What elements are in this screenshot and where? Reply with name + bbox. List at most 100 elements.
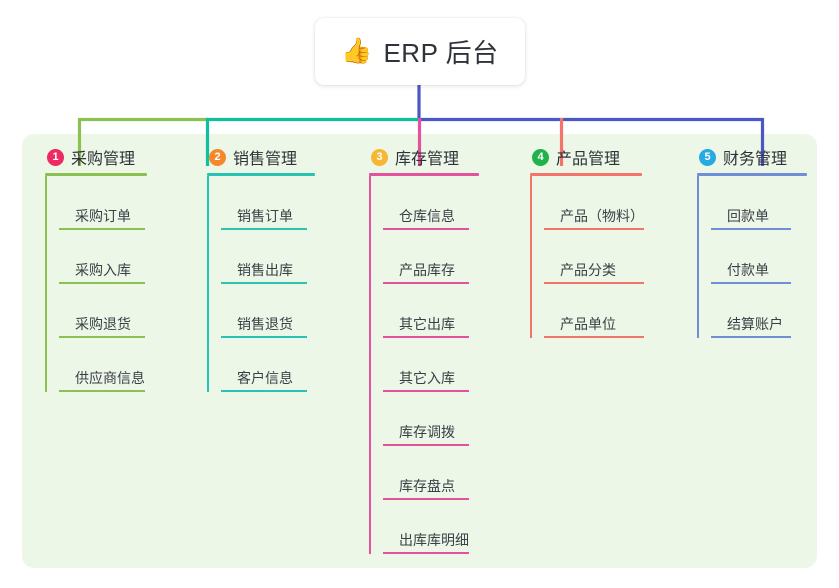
leaf-item[interactable]: 库存调拨 bbox=[383, 392, 479, 446]
leaf-item-label: 仓库信息 bbox=[399, 208, 455, 224]
branch-column-3: 3 库存管理仓库信息产品库存其它出库其它入库库存调拨库存盘点出库库明细 bbox=[369, 146, 479, 554]
leaf-item-label: 回款单 bbox=[727, 208, 769, 224]
branch-title-2: 销售管理 bbox=[233, 151, 298, 168]
branch-title-4: 产品管理 bbox=[556, 151, 621, 168]
branch-badge-1: 1 bbox=[47, 148, 64, 166]
leaf-item[interactable]: 产品（物料） bbox=[544, 176, 644, 230]
leaf-item[interactable]: 仓库信息 bbox=[383, 176, 479, 230]
branch-badge-3: 3 bbox=[371, 148, 388, 166]
branch-column-2: 2 销售管理销售订单销售出库销售退货客户信息 bbox=[207, 146, 315, 392]
leaf-item-underline bbox=[383, 444, 469, 446]
branch-column-4: 4 产品管理产品（物料） 产品分类产品单位 bbox=[530, 146, 644, 338]
leaf-item-label: 产品库存 bbox=[399, 262, 455, 278]
root-node-content: 👍 ERP 后台 bbox=[341, 33, 498, 70]
branch-spine-2 bbox=[207, 176, 209, 392]
leaf-item-label: 供应商信息 bbox=[75, 370, 145, 386]
leaf-item-underline bbox=[383, 552, 469, 554]
leaf-item[interactable]: 客户信息 bbox=[221, 338, 315, 392]
branch-title-1: 采购管理 bbox=[71, 151, 136, 168]
leaf-item-underline bbox=[221, 336, 307, 338]
leaf-item-label: 库存调拨 bbox=[399, 424, 455, 440]
leaf-item-label: 付款单 bbox=[727, 262, 769, 278]
branch-rule-1 bbox=[45, 173, 147, 176]
leaf-item-label: 产品（物料） bbox=[560, 208, 644, 224]
branch-column-1: 1 采购管理采购订单采购入库采购退货供应商信息 bbox=[45, 146, 147, 392]
leaf-item[interactable]: 回款单 bbox=[711, 176, 807, 230]
branch-header-2[interactable]: 2 销售管理 bbox=[207, 146, 315, 168]
leaf-item[interactable]: 其它出库 bbox=[383, 284, 479, 338]
branch-items-5: 回款单付款单结算账户 bbox=[697, 176, 807, 338]
branch-spine-5 bbox=[697, 176, 699, 338]
leaf-item[interactable]: 采购退货 bbox=[59, 284, 147, 338]
leaf-item-underline bbox=[544, 336, 644, 338]
leaf-item-label: 销售退货 bbox=[237, 316, 293, 332]
leaf-item-label: 产品分类 bbox=[560, 262, 616, 278]
leaf-item-underline bbox=[59, 390, 145, 392]
leaf-item-underline bbox=[544, 228, 644, 230]
leaf-item[interactable]: 销售退货 bbox=[221, 284, 315, 338]
leaf-item-label: 其它入库 bbox=[399, 370, 455, 386]
leaf-item[interactable]: 结算账户 bbox=[711, 284, 807, 338]
branch-badge-2: 2 bbox=[209, 148, 226, 166]
branch-header-1[interactable]: 1 采购管理 bbox=[45, 146, 147, 168]
leaf-item-underline bbox=[59, 282, 145, 284]
leaf-item[interactable]: 产品单位 bbox=[544, 284, 644, 338]
thumbs-up-icon: 👍 bbox=[341, 37, 373, 65]
leaf-item[interactable]: 销售订单 bbox=[221, 176, 315, 230]
leaf-item-label: 产品单位 bbox=[560, 316, 616, 332]
leaf-item-label: 结算账户 bbox=[727, 316, 783, 332]
leaf-item-underline bbox=[221, 390, 307, 392]
leaf-item[interactable]: 产品库存 bbox=[383, 230, 479, 284]
leaf-item-label: 采购入库 bbox=[75, 262, 131, 278]
leaf-item[interactable]: 采购入库 bbox=[59, 230, 147, 284]
branch-items-3: 仓库信息产品库存其它出库其它入库库存调拨库存盘点出库库明细 bbox=[369, 176, 479, 554]
leaf-item-underline bbox=[221, 228, 307, 230]
leaf-item-label: 销售出库 bbox=[237, 262, 293, 278]
leaf-item-label: 采购退货 bbox=[75, 316, 131, 332]
leaf-item-label: 销售订单 bbox=[237, 208, 293, 224]
leaf-item-label: 采购订单 bbox=[75, 208, 131, 224]
leaf-item-label: 其它出库 bbox=[399, 316, 455, 332]
branch-rule-5 bbox=[697, 173, 807, 176]
leaf-item-underline bbox=[383, 498, 469, 500]
leaf-item-underline bbox=[383, 228, 469, 230]
leaf-item-underline bbox=[221, 282, 307, 284]
branch-items-1: 采购订单采购入库采购退货供应商信息 bbox=[45, 176, 147, 392]
root-title: ERP 后台 bbox=[383, 38, 499, 68]
leaf-item-underline bbox=[383, 390, 469, 392]
diagram-panel bbox=[22, 134, 817, 568]
branch-rule-4 bbox=[530, 173, 642, 176]
branch-spine-3 bbox=[369, 176, 371, 554]
leaf-item[interactable]: 销售出库 bbox=[221, 230, 315, 284]
leaf-item-underline bbox=[59, 228, 145, 230]
leaf-item[interactable]: 其它入库 bbox=[383, 338, 479, 392]
branch-spine-1 bbox=[45, 176, 47, 392]
branch-header-4[interactable]: 4 产品管理 bbox=[530, 146, 644, 168]
branch-header-3[interactable]: 3 库存管理 bbox=[369, 146, 479, 168]
leaf-item-underline bbox=[383, 336, 469, 338]
branch-title-3: 库存管理 bbox=[395, 151, 460, 168]
branch-rule-3 bbox=[369, 173, 479, 176]
leaf-item-label: 库存盘点 bbox=[399, 478, 455, 494]
leaf-item[interactable]: 供应商信息 bbox=[59, 338, 147, 392]
branch-rule-2 bbox=[207, 173, 315, 176]
root-node[interactable]: 👍 ERP 后台 bbox=[315, 18, 525, 85]
leaf-item-label: 出库库明细 bbox=[399, 532, 469, 548]
branch-items-4: 产品（物料） 产品分类产品单位 bbox=[530, 176, 644, 338]
leaf-item[interactable]: 产品分类 bbox=[544, 230, 644, 284]
branch-badge-4: 4 bbox=[532, 148, 549, 166]
leaf-item[interactable]: 付款单 bbox=[711, 230, 807, 284]
leaf-item-underline bbox=[544, 282, 644, 284]
leaf-item[interactable]: 出库库明细 bbox=[383, 500, 479, 554]
leaf-item-underline bbox=[59, 336, 145, 338]
leaf-item-underline bbox=[383, 282, 469, 284]
branch-title-5: 财务管理 bbox=[723, 151, 788, 168]
branch-items-2: 销售订单销售出库销售退货客户信息 bbox=[207, 176, 315, 392]
leaf-item-label: 客户信息 bbox=[237, 370, 293, 386]
leaf-item-underline bbox=[711, 282, 791, 284]
leaf-item[interactable]: 库存盘点 bbox=[383, 446, 479, 500]
leaf-item[interactable]: 采购订单 bbox=[59, 176, 147, 230]
leaf-item-underline bbox=[711, 336, 791, 338]
